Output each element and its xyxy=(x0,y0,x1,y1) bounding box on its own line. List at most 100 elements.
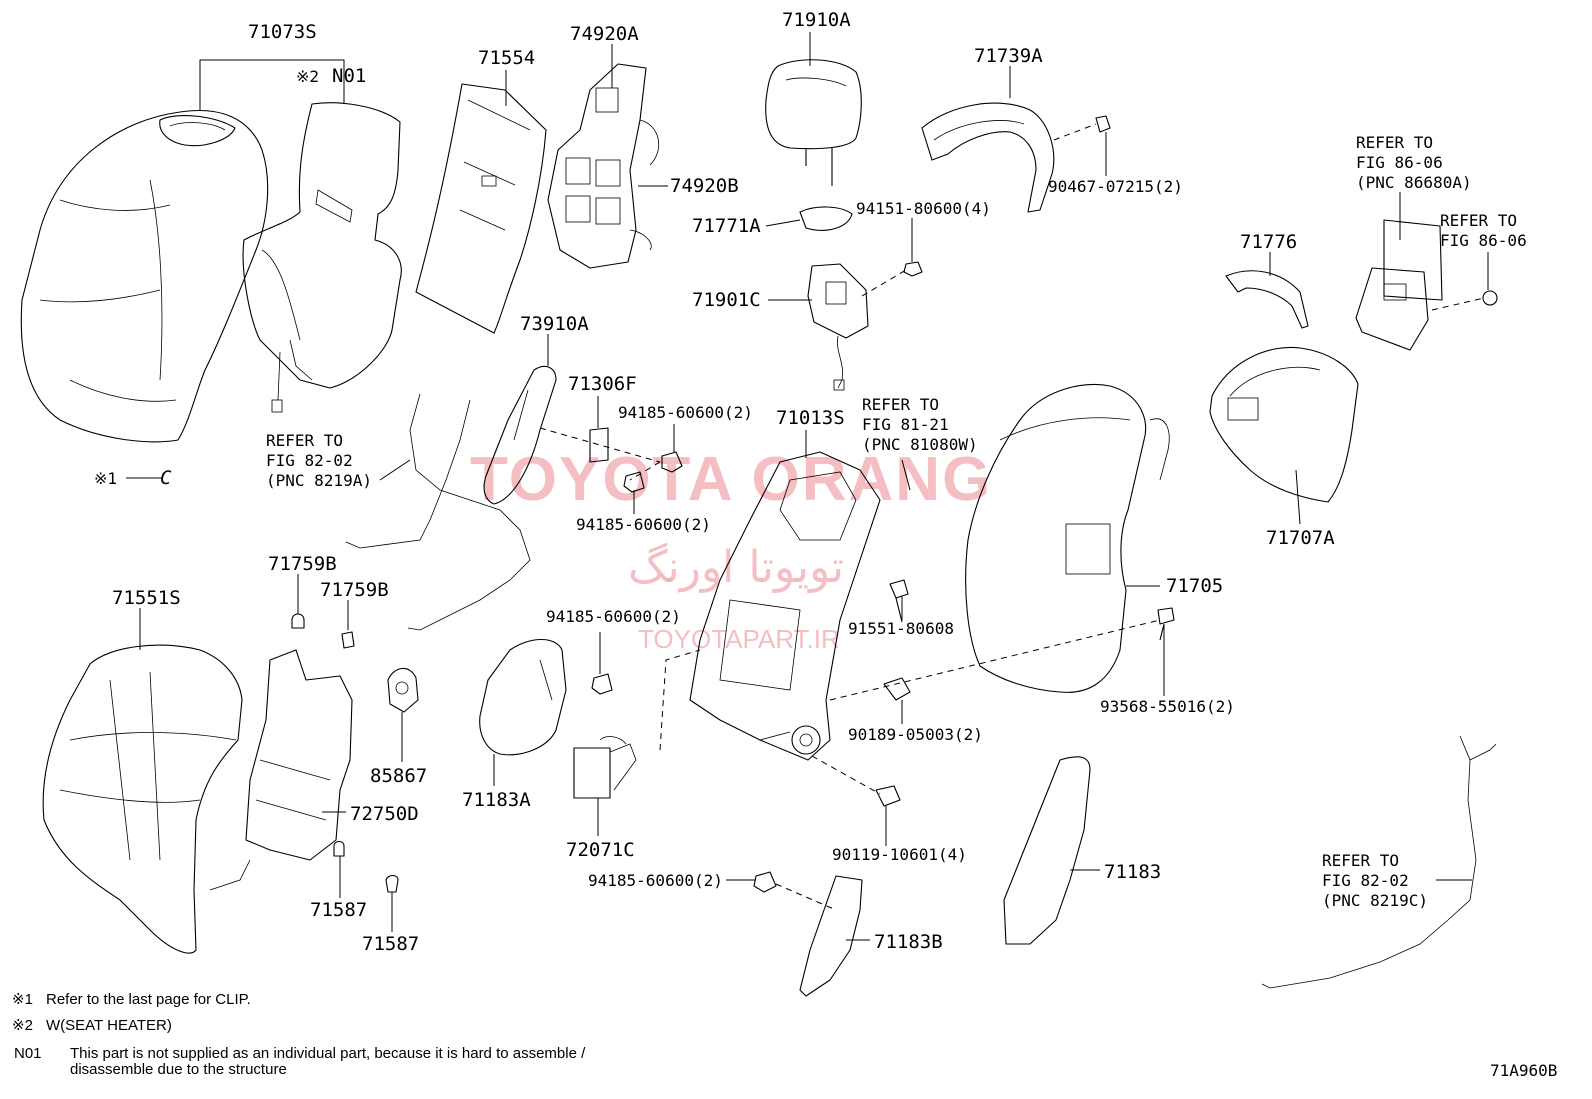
label-n01: N01 xyxy=(332,65,366,87)
label-71776: 71776 xyxy=(1240,231,1297,253)
part-71183a-drawing xyxy=(479,639,567,756)
ref-line: REFER TO xyxy=(266,431,343,450)
watermark-persian: تویوتا اورنگ xyxy=(628,542,844,593)
lumbar-unit-drawing xyxy=(807,263,869,391)
ref-fig-82-02-a: REFER TO FIG 82-02 (PNC 8219A) xyxy=(266,431,372,490)
label-71073s: 71073S xyxy=(248,21,317,43)
label-71183a: 71183A xyxy=(462,789,531,811)
wire-harness-8219c-branch-drawing xyxy=(1469,743,1497,761)
ref-line: FIG 86-06 xyxy=(1356,153,1443,172)
ref-line: FIG 81-21 xyxy=(862,415,949,434)
clip-71759b-a-drawing xyxy=(291,613,305,629)
ref-line: (PNC 81080W) xyxy=(862,435,978,454)
leader-lines xyxy=(126,32,1489,941)
label-71306f: 71306F xyxy=(568,373,637,395)
label-n01-mark: ※2 xyxy=(296,67,319,86)
ref-line: REFER TO xyxy=(862,395,939,414)
nut-94185-a-drawing xyxy=(661,451,683,473)
clip-symbol: C xyxy=(160,467,172,489)
label-90189: 90189-05003(2) xyxy=(848,725,983,744)
watermark-brand: TOYOTA ORANG xyxy=(470,445,992,514)
label-91551: 91551-80608 xyxy=(848,619,954,638)
panel-86680a-drawing xyxy=(1355,219,1443,351)
note2-text: W(SEAT HEATER) xyxy=(46,1017,172,1034)
part-71739a-drawing xyxy=(921,102,1055,213)
nut-94185-d-drawing xyxy=(753,871,777,893)
nut-94185-b-drawing xyxy=(623,471,645,493)
label-94185-c: 94185-60600(2) xyxy=(546,607,681,626)
module-72071c-drawing xyxy=(573,736,637,799)
side-airbag-drawing xyxy=(483,365,557,505)
part-71776-drawing xyxy=(1225,270,1309,329)
back-board-drawing xyxy=(1209,346,1359,503)
ref-fig-86-06-b: REFER TO FIG 86-06 xyxy=(1440,211,1527,250)
ref-line: REFER TO xyxy=(1440,211,1517,230)
label-71587-a: 71587 xyxy=(310,899,367,921)
note3-line2: disassemble due to the structure xyxy=(70,1061,287,1078)
clip-71759b-b-drawing xyxy=(341,631,355,649)
screw-93568-drawing xyxy=(1157,607,1175,641)
dashed-connections xyxy=(539,123,1485,911)
bolt-90119-drawing xyxy=(875,785,901,807)
ref-fig-81-21: REFER TO FIG 81-21 (PNC 81080W) xyxy=(862,395,978,454)
ref-fig-82-02-c: REFER TO FIG 82-02 (PNC 8219C) xyxy=(1322,851,1428,910)
note1-mark: ※1 xyxy=(12,991,33,1008)
label-94151: 94151-80600(4) xyxy=(856,199,991,218)
clip-8606-drawing xyxy=(1482,290,1498,306)
label-71551s: 71551S xyxy=(112,587,181,609)
nut-94151-drawing xyxy=(903,261,923,277)
note2-mark: ※2 xyxy=(12,1017,33,1034)
label-72071c: 72071C xyxy=(566,839,635,861)
part-71771a-drawing xyxy=(799,206,853,231)
heater-frame-drawing xyxy=(547,63,659,269)
wire-harness-branch-drawing xyxy=(345,399,471,549)
note3-mark: N01 xyxy=(14,1045,42,1062)
label-71705: 71705 xyxy=(1166,575,1223,597)
label-94185-a: 94185-60600(2) xyxy=(618,403,753,422)
ref-line: REFER TO xyxy=(1356,133,1433,152)
label-90467: 90467-07215(2) xyxy=(1048,177,1183,196)
clip-71587-a-drawing xyxy=(333,840,345,857)
part-71183-drawing xyxy=(1003,756,1091,945)
label-71739a: 71739A xyxy=(974,45,1043,67)
seat-frame-drawing xyxy=(689,451,881,761)
seat-heater-drawing xyxy=(242,102,402,413)
clip-71587-b-drawing xyxy=(385,874,399,893)
label-71587-b: 71587 xyxy=(362,933,419,955)
ref-line: (PNC 86680A) xyxy=(1356,173,1472,192)
module-85867-drawing xyxy=(387,667,419,760)
label-71013s: 71013S xyxy=(776,407,845,429)
seatback-cover-drawing xyxy=(20,109,269,443)
label-85867: 85867 xyxy=(370,765,427,787)
ref-line: FIG 82-02 xyxy=(1322,871,1409,890)
label-71759b-b: 71759B xyxy=(320,579,389,601)
watermark-url: TOYOTAPART.IR xyxy=(638,624,840,654)
seatback-pad-drawing xyxy=(415,83,547,334)
figure-code: 71A960B xyxy=(1490,1061,1557,1080)
label-94185-b: 94185-60600(2) xyxy=(576,515,711,534)
clip-90189-drawing xyxy=(883,677,911,701)
seatback-trim-drawing xyxy=(42,644,243,954)
label-71183b: 71183B xyxy=(874,931,943,953)
ref-line: REFER TO xyxy=(1322,851,1399,870)
note1-text: Refer to the last page for CLIP. xyxy=(46,991,251,1008)
ref-fig-86-06-a: REFER TO FIG 86-06 (PNC 86680A) xyxy=(1356,133,1472,192)
footnotes: ※1 Refer to the last page for CLIP. ※2 W… xyxy=(12,991,586,1078)
label-71554: 71554 xyxy=(478,47,535,69)
wire-harness-8219c-drawing xyxy=(1261,735,1477,989)
clip-90467-drawing xyxy=(1095,115,1111,133)
lumbar-support-drawing xyxy=(209,649,353,891)
nut-94185-c-drawing xyxy=(591,673,613,695)
part-71183b-drawing xyxy=(799,875,863,997)
headrest-drawing xyxy=(765,59,862,186)
label-93568: 93568-55016(2) xyxy=(1100,697,1235,716)
label-94185-d: 94185-60600(2) xyxy=(588,871,723,890)
part-71306f-drawing xyxy=(589,427,609,463)
label-71910a: 71910A xyxy=(782,9,851,31)
back-panel-drawing xyxy=(965,383,1170,693)
ref-line: FIG 82-02 xyxy=(266,451,353,470)
note3-line1: This part is not supplied as an individu… xyxy=(70,1045,586,1062)
bolt-91551-drawing xyxy=(889,579,909,623)
clip-mark: ※1 xyxy=(94,469,117,488)
